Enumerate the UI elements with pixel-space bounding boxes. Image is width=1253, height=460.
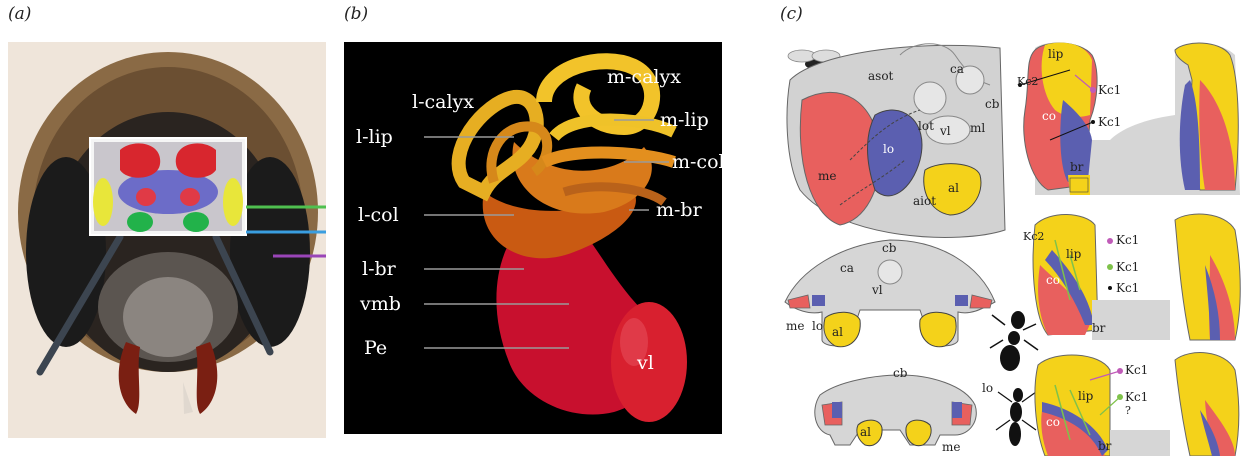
label-cb-mid: cb [882,241,897,255]
label-me-top: me [818,169,836,183]
label-cb-top: cb [985,97,1000,111]
label-lip-bottom: lip [1078,389,1094,403]
label-vmb: vmb [359,293,401,315]
label-vl: vl [636,352,654,374]
label-lot: lot [918,119,934,133]
label-co-mid: co [1046,273,1060,287]
label-lip-mid: lip [1066,247,1082,261]
label-m-col: m-col [672,151,722,173]
label-al-bottom: al [860,425,871,439]
panel-b-label: (b) [344,4,368,24]
label-m-calyx: m-calyx [607,66,681,88]
label-kc1-mid-c: Kc1 [1116,281,1139,295]
label-l-col: l-col [358,204,399,226]
mushroom-body-render: l-calyx m-calyx l-lip m-lip l-col m-col … [344,42,722,434]
label-vl-mid: vl [871,283,883,297]
label-al-top: al [948,181,959,195]
label-ml: ml [970,121,985,135]
label-kc1-top-b: Kc1 [1098,115,1121,129]
label-kc1-mid-b: Kc1 [1116,260,1139,274]
label-al-mid: al [832,325,843,339]
label-m-lip: m-lip [660,109,709,131]
label-ca-top: ca [950,62,964,76]
label-lo-top: lo [883,142,894,156]
label-br-top: br [1070,160,1084,174]
label-cb-bottom: cb [893,366,908,380]
label-kc1-top-a: Kc1 [1098,83,1121,97]
label-lip-top: lip [1048,47,1064,61]
label-br-mid: br [1092,321,1106,335]
label-l-calyx: l-calyx [412,91,474,113]
label-pe: Pe [364,337,387,359]
wasp-icon [996,388,1036,446]
label-ca-mid: ca [840,261,854,275]
label-m-br: m-br [656,199,703,221]
label-vl-top: vl [939,124,951,138]
label-asot: asot [868,69,894,83]
label-kc1-bottom-b: Kc1 [1125,390,1148,404]
label-me-bottom: me [942,440,960,454]
label-l-br: l-br [362,258,397,280]
label-question: ? [1125,404,1131,417]
panel-c-label: (c) [780,4,803,24]
label-br-bottom: br [1098,439,1112,453]
label-lo-bottom: lo [982,381,993,395]
label-me-mid: me [786,319,804,333]
label-kc2-mid: Kc2 [1023,230,1044,243]
brain-schematic-illustration: asot ca vl cb ml lot lo me al aiot cb ca… [780,40,1250,456]
bee-head-photo [8,42,326,438]
label-co-top: co [1042,109,1056,123]
panel-a-label: (a) [8,4,31,24]
label-aiot: aiot [913,194,936,208]
label-kc1-mid-a: Kc1 [1116,233,1139,247]
brain-schematics: asot ca vl cb ml lot lo me al aiot cb ca… [780,40,1250,456]
ant-icon [990,311,1038,371]
bee-head-illustration [8,42,326,438]
mushroom-body-illustration: l-calyx m-calyx l-lip m-lip l-col m-col … [344,42,722,434]
label-co-bottom: co [1046,415,1060,429]
label-l-lip: l-lip [356,126,393,148]
label-kc1-bottom-a: Kc1 [1125,363,1148,377]
label-lo-mid: lo [812,319,823,333]
